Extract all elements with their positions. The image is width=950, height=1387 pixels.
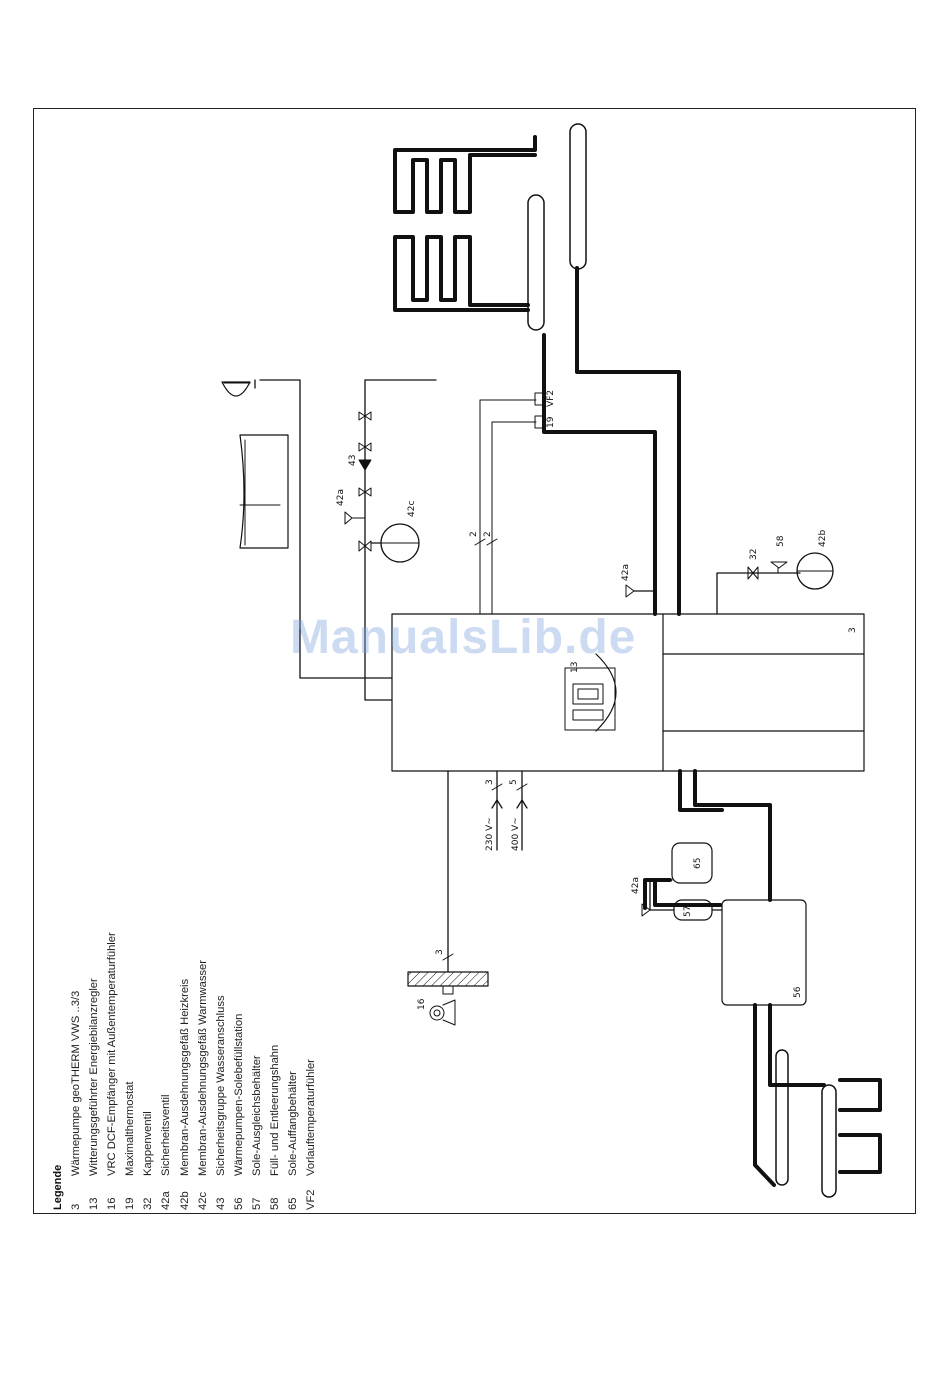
label-safety-group: 43 <box>348 455 358 466</box>
legend-item-number: 16 <box>106 1197 119 1210</box>
legend-item-number: 32 <box>142 1197 155 1210</box>
label-brine-station: 56 <box>793 986 803 998</box>
collector-65 <box>671 842 713 884</box>
legend-item-text: Sole-Ausgleichsbehälter <box>250 1055 263 1176</box>
label-fill-valve: 58 <box>776 535 786 547</box>
label-vf2: VF2 <box>546 390 556 407</box>
legend-title: Legende <box>52 1164 64 1210</box>
legend-item: 42c Membran-Ausdehnungsgefäß Warmwasser <box>194 932 212 1210</box>
legend-item-text: Wärmepumpe geoTHERM VWS ..3/3 <box>70 990 82 1176</box>
legend-item-number: VF2 <box>305 1189 318 1210</box>
label-receiver: 16 <box>417 998 427 1010</box>
label-controller: 13 <box>570 662 580 673</box>
legend-item-text: Membran-Ausdehnungsgefäß Heizkreis <box>178 978 191 1176</box>
label-safety-valve-hc: 42a <box>621 564 631 581</box>
heat-pump-cabinet <box>391 613 865 772</box>
label-safety-valve-dhw: 42a <box>336 489 346 506</box>
brine-tank-vertical-1 <box>775 1049 789 1186</box>
legend-item-number: 56 <box>232 1197 245 1210</box>
legend-item: 13 Witterungsgeführter Energiebilanzregle… <box>85 932 103 1210</box>
legend-item-number: 58 <box>269 1197 282 1210</box>
legend-item-text: Membran-Ausdehnungsgefäß Warmwasser <box>196 960 209 1176</box>
legend-item: 16 VRC DCF-Empfänger mit Außentemperaturf… <box>103 932 121 1210</box>
label-cable-400-count: 5 <box>509 779 519 785</box>
controller-panel <box>564 667 616 731</box>
label-thermostat: 19 <box>546 416 556 428</box>
legend-item: 19 Maximalthermostat <box>121 932 139 1211</box>
legend-item: 56 Wärmepumpen-Solebefüllstation <box>230 932 248 1210</box>
legend-item-text: Sicherheitsgruppe Wasseranschluss <box>214 995 227 1176</box>
legend-item: 57 Sole-Ausgleichsbehälter <box>248 932 266 1210</box>
legend-list: 3 Wärmepumpe geoTHERM VWS ..3/3 13 Witterun… <box>67 932 320 1210</box>
legend-item-text: VRC DCF-Empfänger mit Außentemperaturfüh… <box>106 932 119 1176</box>
legend-item-text: Maximalthermostat <box>124 1081 137 1177</box>
legend-item-number: 13 <box>88 1197 101 1210</box>
label-brine-tank: 57 <box>683 906 693 917</box>
legend-item-text: Wärmepumpen-Solebefüllstation <box>232 1013 245 1176</box>
legend-item-text: Sole-Auffangbehälter <box>287 1071 300 1176</box>
legend-item-text: Kappenventil <box>142 1111 155 1176</box>
distributor-tank-1 <box>527 194 545 331</box>
label-expansion-hc: 42b <box>818 530 828 547</box>
legend-item-number: 57 <box>250 1197 263 1210</box>
legend-item: 65 Sole-Auffangbehälter <box>284 932 302 1210</box>
label-cable-230-count: 3 <box>485 779 495 785</box>
legend-item-text: Vorlauftemperaturfühler <box>305 1059 318 1176</box>
legend-item-number: 19 <box>124 1197 137 1210</box>
legend-item-number: 42a <box>160 1191 173 1210</box>
label-cable-400: 400 V~ <box>511 817 521 851</box>
legend-item-number: 42b <box>178 1191 191 1210</box>
legend-item: 42b Membran-Ausdehnungsgefäß Heizkreis <box>176 932 194 1210</box>
label-safety-valve-brine: 42a <box>631 877 641 894</box>
label-collector: 65 <box>693 858 703 869</box>
label-sensor-cable-a: 2 <box>469 531 479 537</box>
legend-item-text: Füll- und Entleerungshahn <box>269 1044 282 1176</box>
label-cable-230: 230 V~ <box>485 817 495 851</box>
brine-station-56 <box>721 899 807 1006</box>
legend-item-text: Witterungsgeführter Energiebilanzregler <box>88 978 101 1176</box>
legend-item: 58 Füll- und Entleerungshahn <box>266 932 284 1210</box>
legend-item-text: Sicherheitsventil <box>160 1094 173 1176</box>
label-valve-cap: 32 <box>749 549 759 560</box>
legend-item: 3 Wärmepumpe geoTHERM VWS ..3/3 <box>67 932 85 1210</box>
label-receiver-cable: 3 <box>435 949 445 955</box>
legend-item-number: 42c <box>196 1191 209 1210</box>
label-sensor-cable-b: 2 <box>483 531 493 537</box>
diagram-frame <box>33 108 916 1214</box>
legend-item-number: 43 <box>214 1197 227 1210</box>
legend-item-number: 3 <box>70 1203 82 1210</box>
distributor-tank-2 <box>569 123 587 270</box>
legend-item: 43 Sicherheitsgruppe Wasseranschluss <box>212 932 230 1210</box>
legend-item: 32 Kappenventil <box>139 932 157 1210</box>
label-expansion-dhw: 42c <box>407 501 417 517</box>
watermark: ManualsLib.de <box>290 611 637 664</box>
legend-item: VF2 Vorlauftemperaturfühler <box>302 932 320 1210</box>
legend-item: 42a Sicherheitsventil <box>157 932 175 1210</box>
brine-tank-vertical-2 <box>821 1084 837 1198</box>
legend-item-number: 65 <box>287 1197 300 1210</box>
label-pump: 3 <box>848 627 858 633</box>
